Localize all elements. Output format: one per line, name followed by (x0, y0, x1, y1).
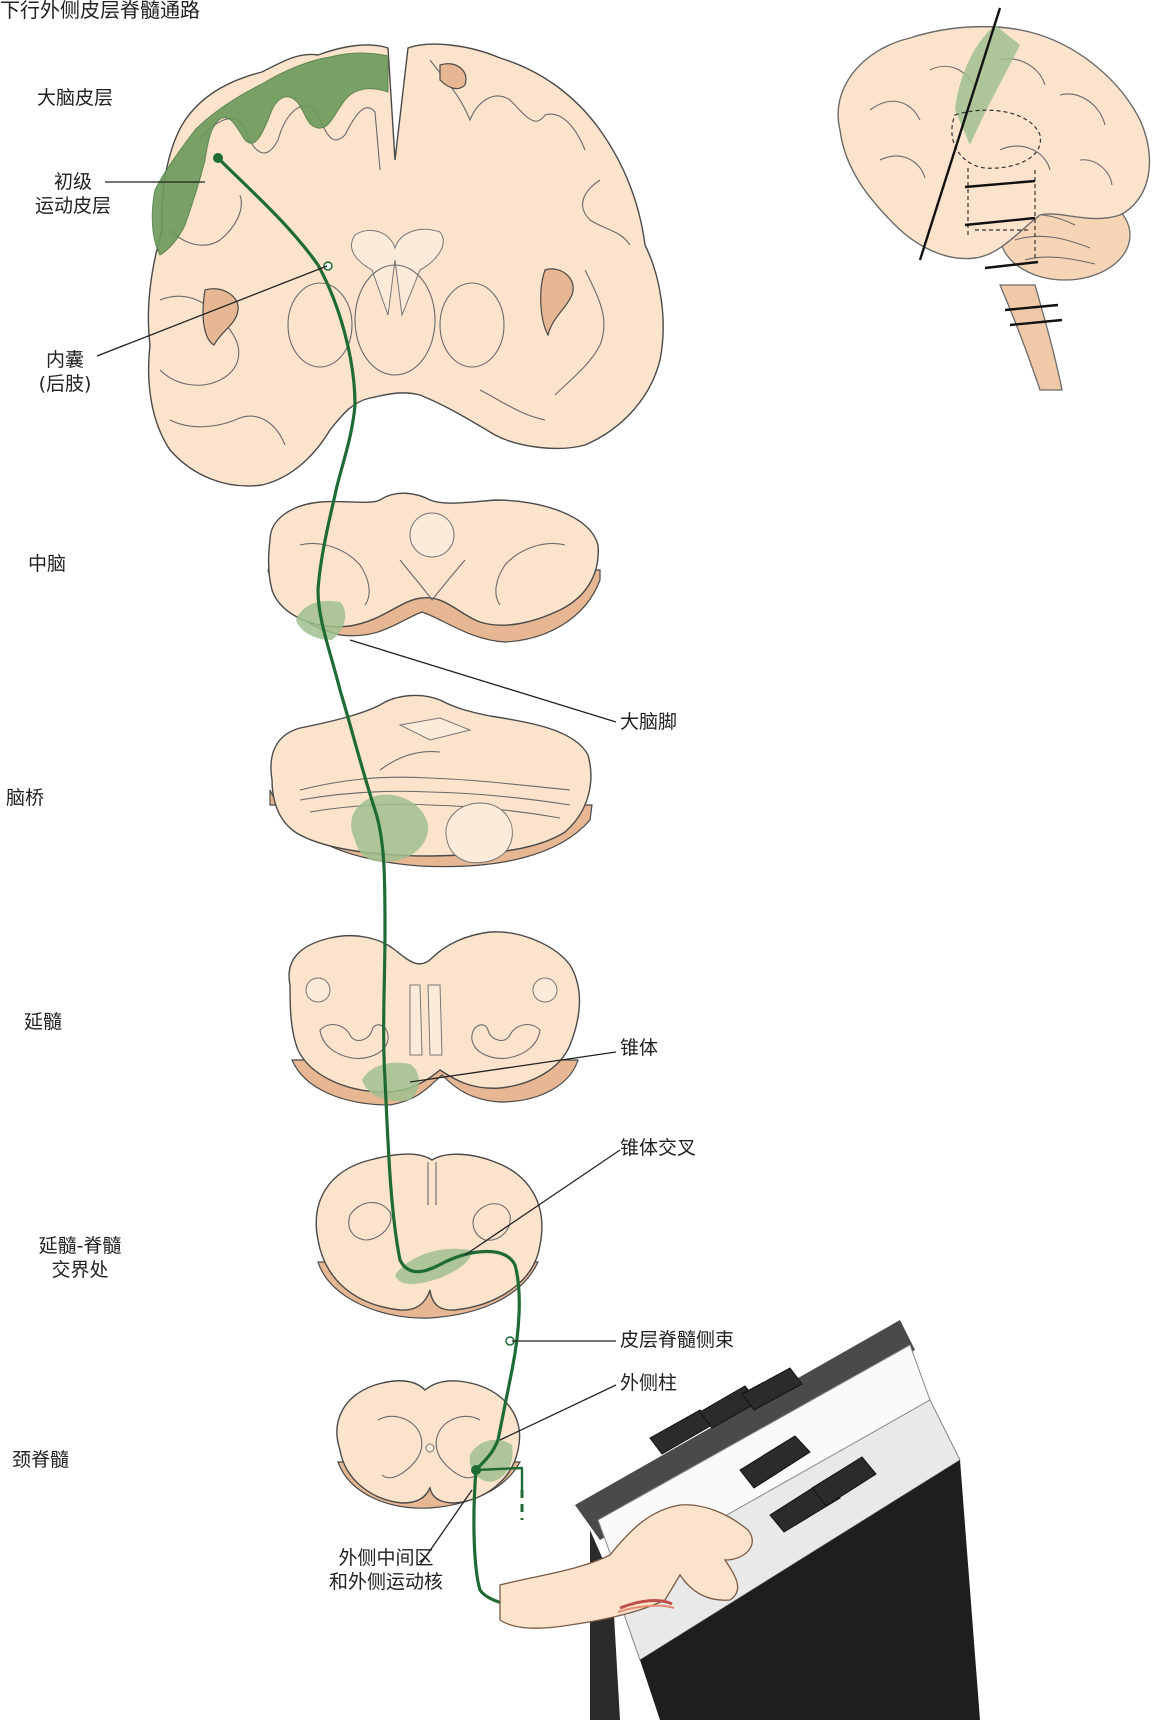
label-junction: 延髓-脊髓 交界处 (30, 1234, 130, 1282)
junction-section (316, 1154, 542, 1318)
label-internal-capsule-line1: 内囊 (30, 348, 100, 372)
label-primary-motor: 初级 运动皮层 (28, 170, 118, 218)
coronal-brain-section (148, 44, 663, 486)
label-internal-capsule: 内囊 (后肢) (30, 348, 100, 396)
label-decussation: 锥体交叉 (620, 1136, 696, 1160)
label-lateral-cst: 皮层脊髓侧束 (620, 1328, 734, 1352)
label-internal-capsule-line2: (后肢) (30, 372, 100, 396)
label-cervical-cord: 颈脊髓 (12, 1448, 69, 1472)
label-primary-motor-line1: 初级 (28, 170, 118, 194)
midbrain-section (268, 493, 600, 642)
label-midbrain: 中脑 (28, 552, 66, 576)
figure-title: 下行外侧皮层脊髓通路 (0, 0, 200, 23)
label-junction-line1: 延髓-脊髓 (30, 1234, 130, 1258)
label-intermediate-zone: 外侧中间区 和外侧运动核 (326, 1546, 446, 1594)
pons-section (270, 695, 592, 866)
label-pons: 脑桥 (6, 786, 44, 810)
label-cerebral-cortex: 大脑皮层 (37, 86, 113, 110)
cell-body-cord (471, 1465, 481, 1475)
label-intermediate-line2: 和外侧运动核 (326, 1570, 446, 1594)
cervical-cord-section (337, 1381, 520, 1508)
label-lateral-column: 外侧柱 (620, 1371, 677, 1395)
hand-piano-illustration (500, 1320, 980, 1720)
lateral-brain-inset (838, 8, 1149, 390)
cell-body-cortex (213, 153, 223, 163)
label-medulla: 延髓 (24, 1010, 62, 1034)
label-intermediate-line1: 外侧中间区 (326, 1546, 446, 1570)
label-primary-motor-line2: 运动皮层 (28, 194, 118, 218)
label-cerebral-peduncle: 大脑脚 (620, 710, 677, 734)
label-pyramid: 锥体 (620, 1036, 658, 1060)
label-junction-line2: 交界处 (30, 1258, 130, 1282)
